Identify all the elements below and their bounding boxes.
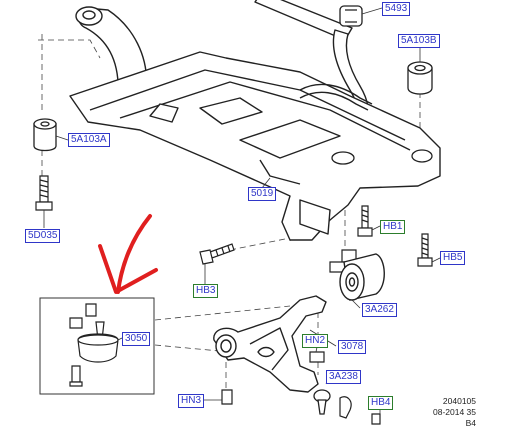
subframe-mount-rear-right <box>331 151 355 165</box>
callout-hn3: HN3 <box>178 394 205 408</box>
callout-hb3: HB3 <box>193 284 219 298</box>
lower-arm-bushing-3a262 <box>339 253 385 301</box>
bolt-hb4 <box>339 396 381 425</box>
bolt-hb1 <box>357 205 373 237</box>
footer-page-code: B4 <box>465 418 476 428</box>
callout-3050: 3050 <box>122 332 151 346</box>
bolt-5d035 <box>35 175 53 211</box>
bolt-hb3 <box>199 243 235 265</box>
subframe-tube-right <box>299 83 373 111</box>
front-subframe-5019 <box>69 51 441 241</box>
ball-joint-3050 <box>69 303 119 387</box>
bushing-5a103a <box>33 118 57 152</box>
callout-5d035: 5D035 <box>25 229 61 243</box>
red-annotation-arrow <box>98 214 158 294</box>
bushing-5a103b <box>407 61 433 95</box>
subframe-left-arm <box>75 6 148 97</box>
ball-joint-socket-3a238 <box>313 389 331 415</box>
nut-hn2 <box>309 351 325 363</box>
callout-3a262: 3A262 <box>362 303 397 317</box>
callout-hb1: HB1 <box>380 220 406 234</box>
footer-reference-number: 2040105 <box>442 396 476 406</box>
subframe-mount-front-right <box>411 149 433 163</box>
lower-control-arm-3078 <box>213 295 327 393</box>
callout-5493: 5493 <box>382 2 411 16</box>
callout-3078: 3078 <box>338 340 367 354</box>
stabilizer-bushing-5493 <box>339 5 363 27</box>
diagram-reference-footer: 2040105 08-2014 35 B4 <box>433 396 476 429</box>
footer-date-code: 08-2014 35 <box>432 407 476 417</box>
callout-hb5: HB5 <box>440 251 466 265</box>
bolt-hn3 <box>221 389 233 405</box>
callout-5019: 5019 <box>248 187 277 201</box>
callout-5a103a: 5A103A <box>68 133 110 147</box>
ball-joint-kit-inset-box <box>39 297 155 395</box>
callout-5a103b: 5A103B <box>398 34 440 48</box>
callout-hn2: HN2 <box>302 334 329 348</box>
callout-hb4: HB4 <box>368 396 394 410</box>
bolt-hb5 <box>417 233 433 267</box>
callout-3a238: 3A238 <box>326 370 361 384</box>
